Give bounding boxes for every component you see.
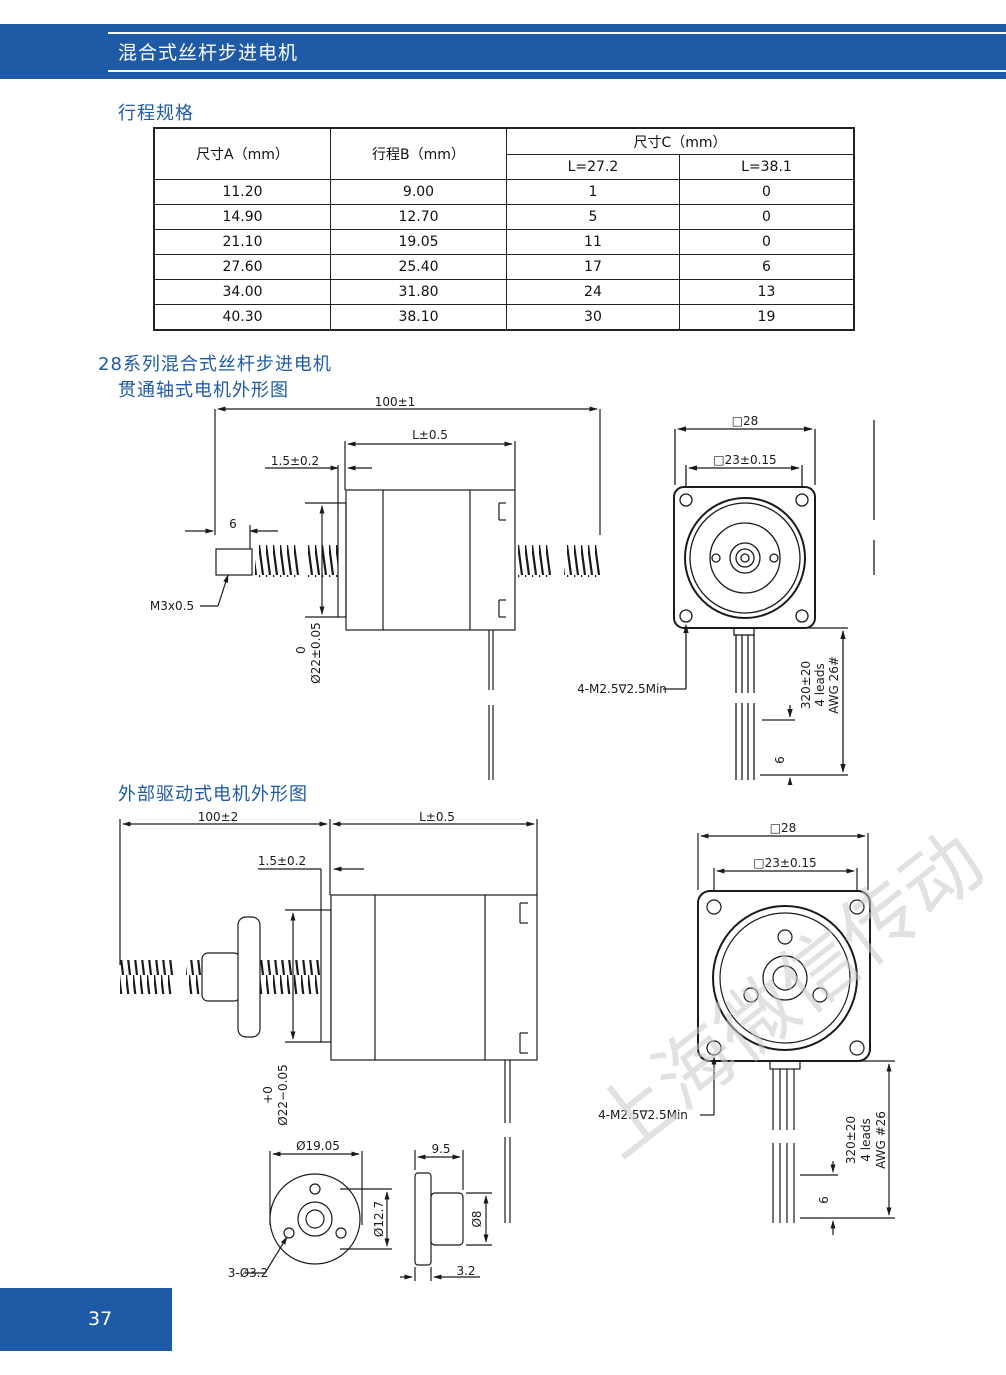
dim-nut-flange: 3.2 — [456, 1264, 475, 1278]
external-drive-drawing: 100±2 L±0.5 1.5±0.2 +0 Ø22−0.05 Ø19.05 Ø… — [119, 810, 895, 1281]
dim-square: □28 — [732, 414, 759, 428]
table-cell: 25.40 — [330, 254, 507, 280]
dim-screw-holes: 4-M2.5∇2.5Min — [577, 682, 667, 696]
table-cell: 30 — [506, 304, 680, 331]
col-header-a: 尺寸A（mm） — [153, 127, 331, 180]
dim-hole-pitch: □23±0.15 — [713, 453, 776, 467]
table-cell: 0 — [678, 179, 855, 205]
dim-diam-tol: +0 — [261, 1086, 275, 1104]
table-row: 14.90 12.70 5 0 — [153, 204, 855, 230]
section1-title: 28系列混合式丝杆步进电机 — [98, 354, 332, 375]
stroke-spec-title: 行程规格 — [118, 103, 194, 124]
dim-strip: 6 — [773, 756, 787, 764]
dim-nut-hub: Ø8 — [470, 1210, 484, 1227]
table-cell: 5 — [506, 204, 680, 230]
dim-diam-tol: 0 — [294, 646, 308, 654]
table-row: 21.10 19.05 11 0 — [153, 229, 855, 255]
dim-diam: Ø22−0.05 — [276, 1064, 290, 1126]
table-cell: 19.05 — [330, 229, 507, 255]
table-row: 27.60 25.40 17 6 — [153, 254, 855, 280]
col-header-c1: L=27.2 — [506, 154, 680, 180]
col-header-b: 行程B（mm） — [330, 127, 507, 180]
dim-nut-od: Ø19.05 — [296, 1139, 340, 1153]
table-row: 40.30 38.10 30 19 — [153, 304, 855, 331]
table-cell: 6 — [678, 254, 855, 280]
dim-leads: 4 leads — [859, 1118, 873, 1161]
dim-square: □28 — [770, 821, 797, 835]
dim-thread-len: 6 — [229, 517, 237, 531]
page-number: 37 — [88, 1308, 113, 1330]
table-cell: 14.90 — [153, 204, 331, 230]
table-cell: 0 — [678, 229, 855, 255]
dim-total: 100±1 — [375, 395, 416, 409]
section2-title: 外部驱动式电机外形图 — [118, 784, 308, 805]
dim-diam: Ø22±0.05 — [309, 622, 323, 684]
dim-thread: M3x0.5 — [150, 599, 194, 613]
watermark-text: 上海微信传动 — [576, 816, 1000, 1175]
dim-total: 100±2 — [198, 810, 239, 824]
dim-lead-len: 320±20 — [799, 661, 813, 709]
table-cell: 11.20 — [153, 179, 331, 205]
page-title: 混合式丝杆步进电机 — [118, 42, 299, 64]
table-cell: 21.10 — [153, 229, 331, 255]
section1-subtitle: 贯通轴式电机外形图 — [118, 380, 289, 401]
dim-nut-pcd: Ø12.7 — [372, 1201, 386, 1237]
dim-awg: AWG #26 — [874, 1111, 888, 1169]
table-cell: 38.10 — [330, 304, 507, 331]
dim-leads: 4 leads — [813, 663, 827, 706]
table-cell: 19 — [678, 304, 855, 331]
table-cell: 13 — [678, 279, 855, 305]
watermark: 上海微信传动 — [576, 816, 1000, 1175]
dim-strip: 6 — [817, 1196, 831, 1204]
table-row: 34.00 31.80 24 13 — [153, 279, 855, 305]
table-row: 11.20 9.00 1 0 — [153, 179, 855, 205]
stroke-spec-table: 尺寸A（mm） 行程B（mm） 尺寸C（mm） L=27.2 L=38.1 11… — [153, 127, 855, 331]
dim-flange: 1.5±0.2 — [258, 854, 306, 868]
header-top-rule — [108, 32, 1006, 34]
table-cell: 40.30 — [153, 304, 331, 331]
header-bottom-rule — [108, 70, 1006, 72]
table-cell: 0 — [678, 204, 855, 230]
table-cell: 31.80 — [330, 279, 507, 305]
table-cell: 11 — [506, 229, 680, 255]
col-header-c: 尺寸C（mm） — [506, 127, 855, 155]
table-cell: 27.60 — [153, 254, 331, 280]
dim-screw-holes: 4-M2.5∇2.5Min — [598, 1108, 688, 1122]
through-shaft-drawing: 100±1 L±0.5 1.5±0.2 6 M3x0.5 0 Ø22±0.05 — [150, 395, 875, 785]
dim-nut-len: 9.5 — [431, 1142, 450, 1156]
dim-nut-holes: 3-Ø3.2 — [228, 1266, 269, 1280]
dim-hole-pitch: □23±0.15 — [753, 856, 816, 870]
table-cell: 1 — [506, 179, 680, 205]
dim-lead-len: 320±20 — [844, 1116, 858, 1164]
dim-awg: AWG 26# — [827, 656, 841, 714]
table-cell: 12.70 — [330, 204, 507, 230]
header-bar: 混合式丝杆步进电机 — [0, 24, 1006, 79]
dim-flange: 1.5±0.2 — [271, 454, 319, 468]
table-cell: 24 — [506, 279, 680, 305]
dim-length: L±0.5 — [412, 428, 448, 442]
table-cell: 17 — [506, 254, 680, 280]
page-number-box: 37 — [0, 1288, 172, 1351]
dim-length: L±0.5 — [419, 810, 455, 824]
table-cell: 9.00 — [330, 179, 507, 205]
table-cell: 34.00 — [153, 279, 331, 305]
col-header-c2: L=38.1 — [678, 154, 855, 180]
